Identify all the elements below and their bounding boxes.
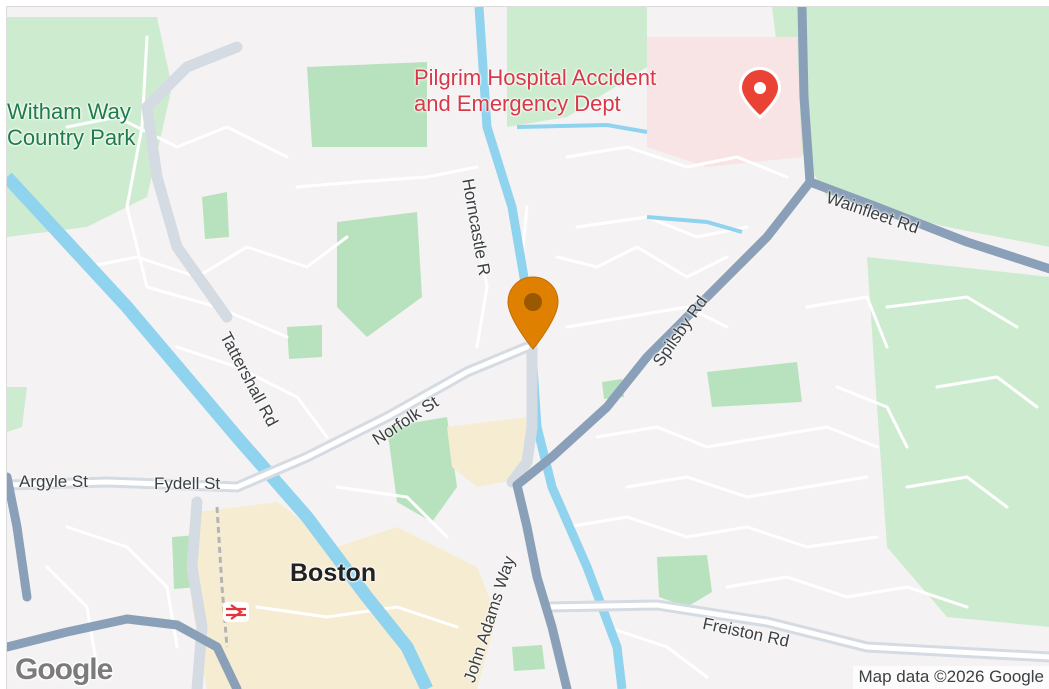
road-label-argyle: Argyle St — [19, 472, 88, 492]
train-station-icon[interactable] — [223, 602, 249, 622]
hospital-pin-icon[interactable] — [736, 65, 784, 123]
location-marker-icon[interactable] — [505, 275, 561, 351]
map-view[interactable]: Witham Way Country Park Pilgrim Hospital… — [6, 6, 1049, 689]
road-label-fydell: Fydell St — [154, 474, 220, 494]
hospital-label[interactable]: Pilgrim Hospital Accident and Emergency … — [414, 65, 656, 117]
map-attribution[interactable]: Map data ©2026 Google — [853, 666, 1049, 689]
google-logo[interactable]: Google — [15, 653, 112, 687]
park-label[interactable]: Witham Way Country Park — [7, 99, 135, 151]
city-label[interactable]: Boston — [290, 559, 376, 588]
